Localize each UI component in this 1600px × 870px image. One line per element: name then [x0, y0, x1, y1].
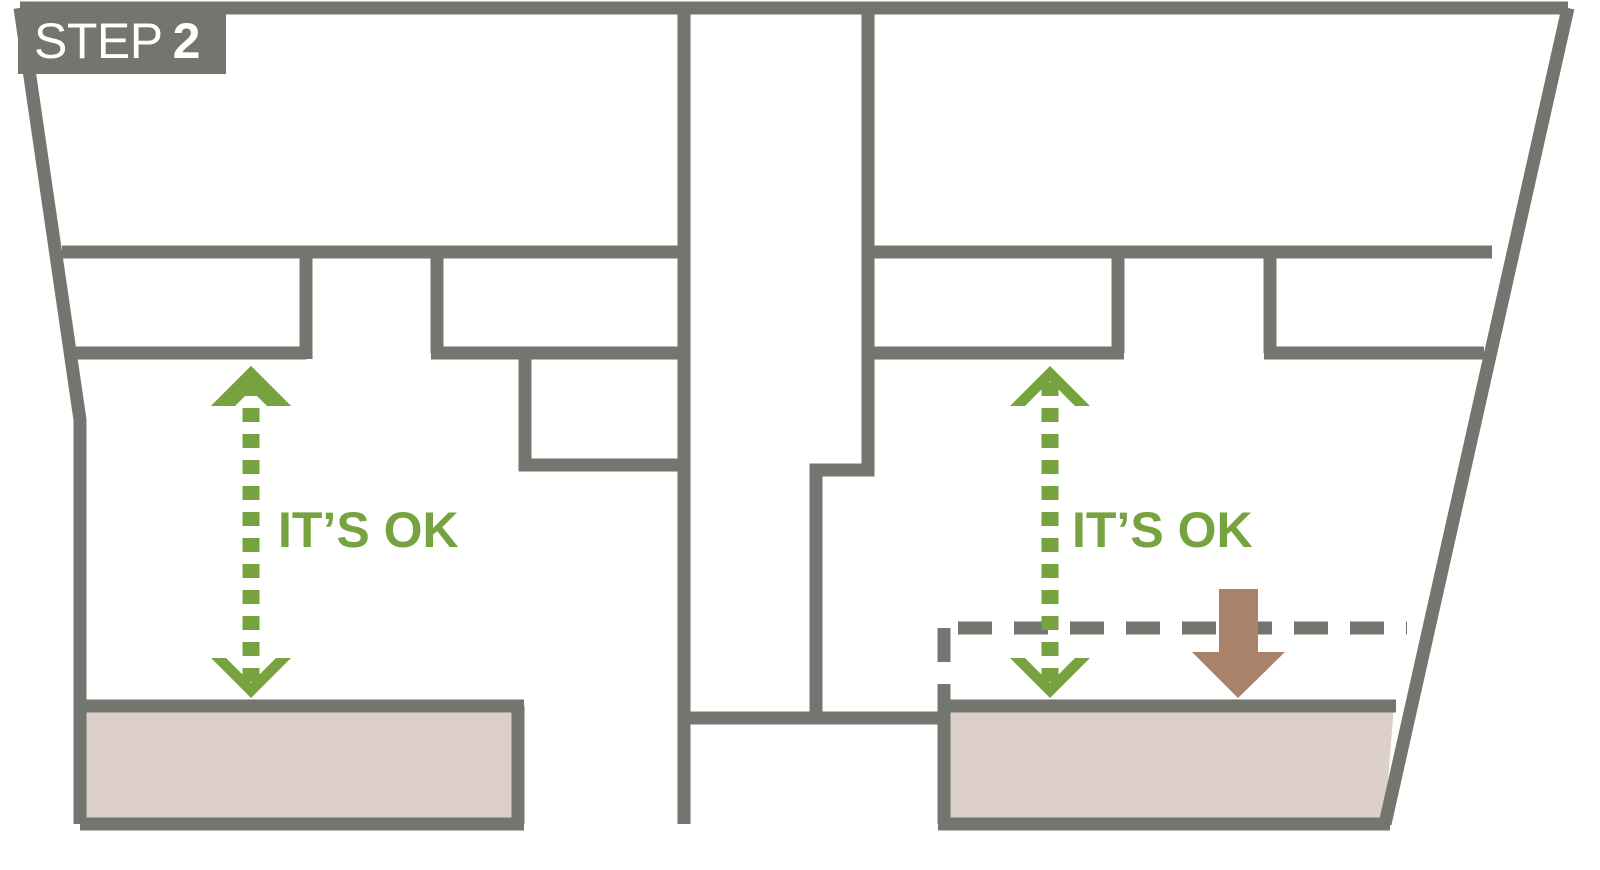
- right-floor-slab: [944, 706, 1394, 818]
- right-measure-arrow: [1010, 366, 1090, 698]
- right-wing-walls: [868, 245, 1492, 824]
- outer-walls: [13, 1, 1575, 831]
- outer-wall-right: [1378, 6, 1575, 826]
- step-badge-word: STEP: [34, 13, 163, 69]
- drop-arrow-head: [1192, 640, 1285, 698]
- right-ok-label: IT’S OK: [1072, 502, 1253, 558]
- floor-slabs: [86, 706, 1394, 818]
- arrow-head-up-right-wing: [1010, 366, 1090, 406]
- left-measure-arrow: [211, 366, 291, 698]
- left-ok-label: IT’S OK: [278, 502, 459, 558]
- arrow-head-down-left-wing: [211, 658, 291, 698]
- left-wing-walls: [62, 8, 691, 824]
- arrow-head-up-left-wing: [211, 366, 291, 406]
- central-corridor-walls: [678, 8, 938, 725]
- step-badge-number: 2: [172, 13, 201, 69]
- wall-corridor-right: [809, 8, 875, 718]
- arrow-head-down-right-wing: [1010, 658, 1090, 698]
- outer-wall-left: [13, 7, 87, 824]
- drop-arrow: [1192, 589, 1285, 698]
- dashed-ceiling-outline: [937, 621, 1407, 708]
- left-floor-slab: [86, 706, 518, 818]
